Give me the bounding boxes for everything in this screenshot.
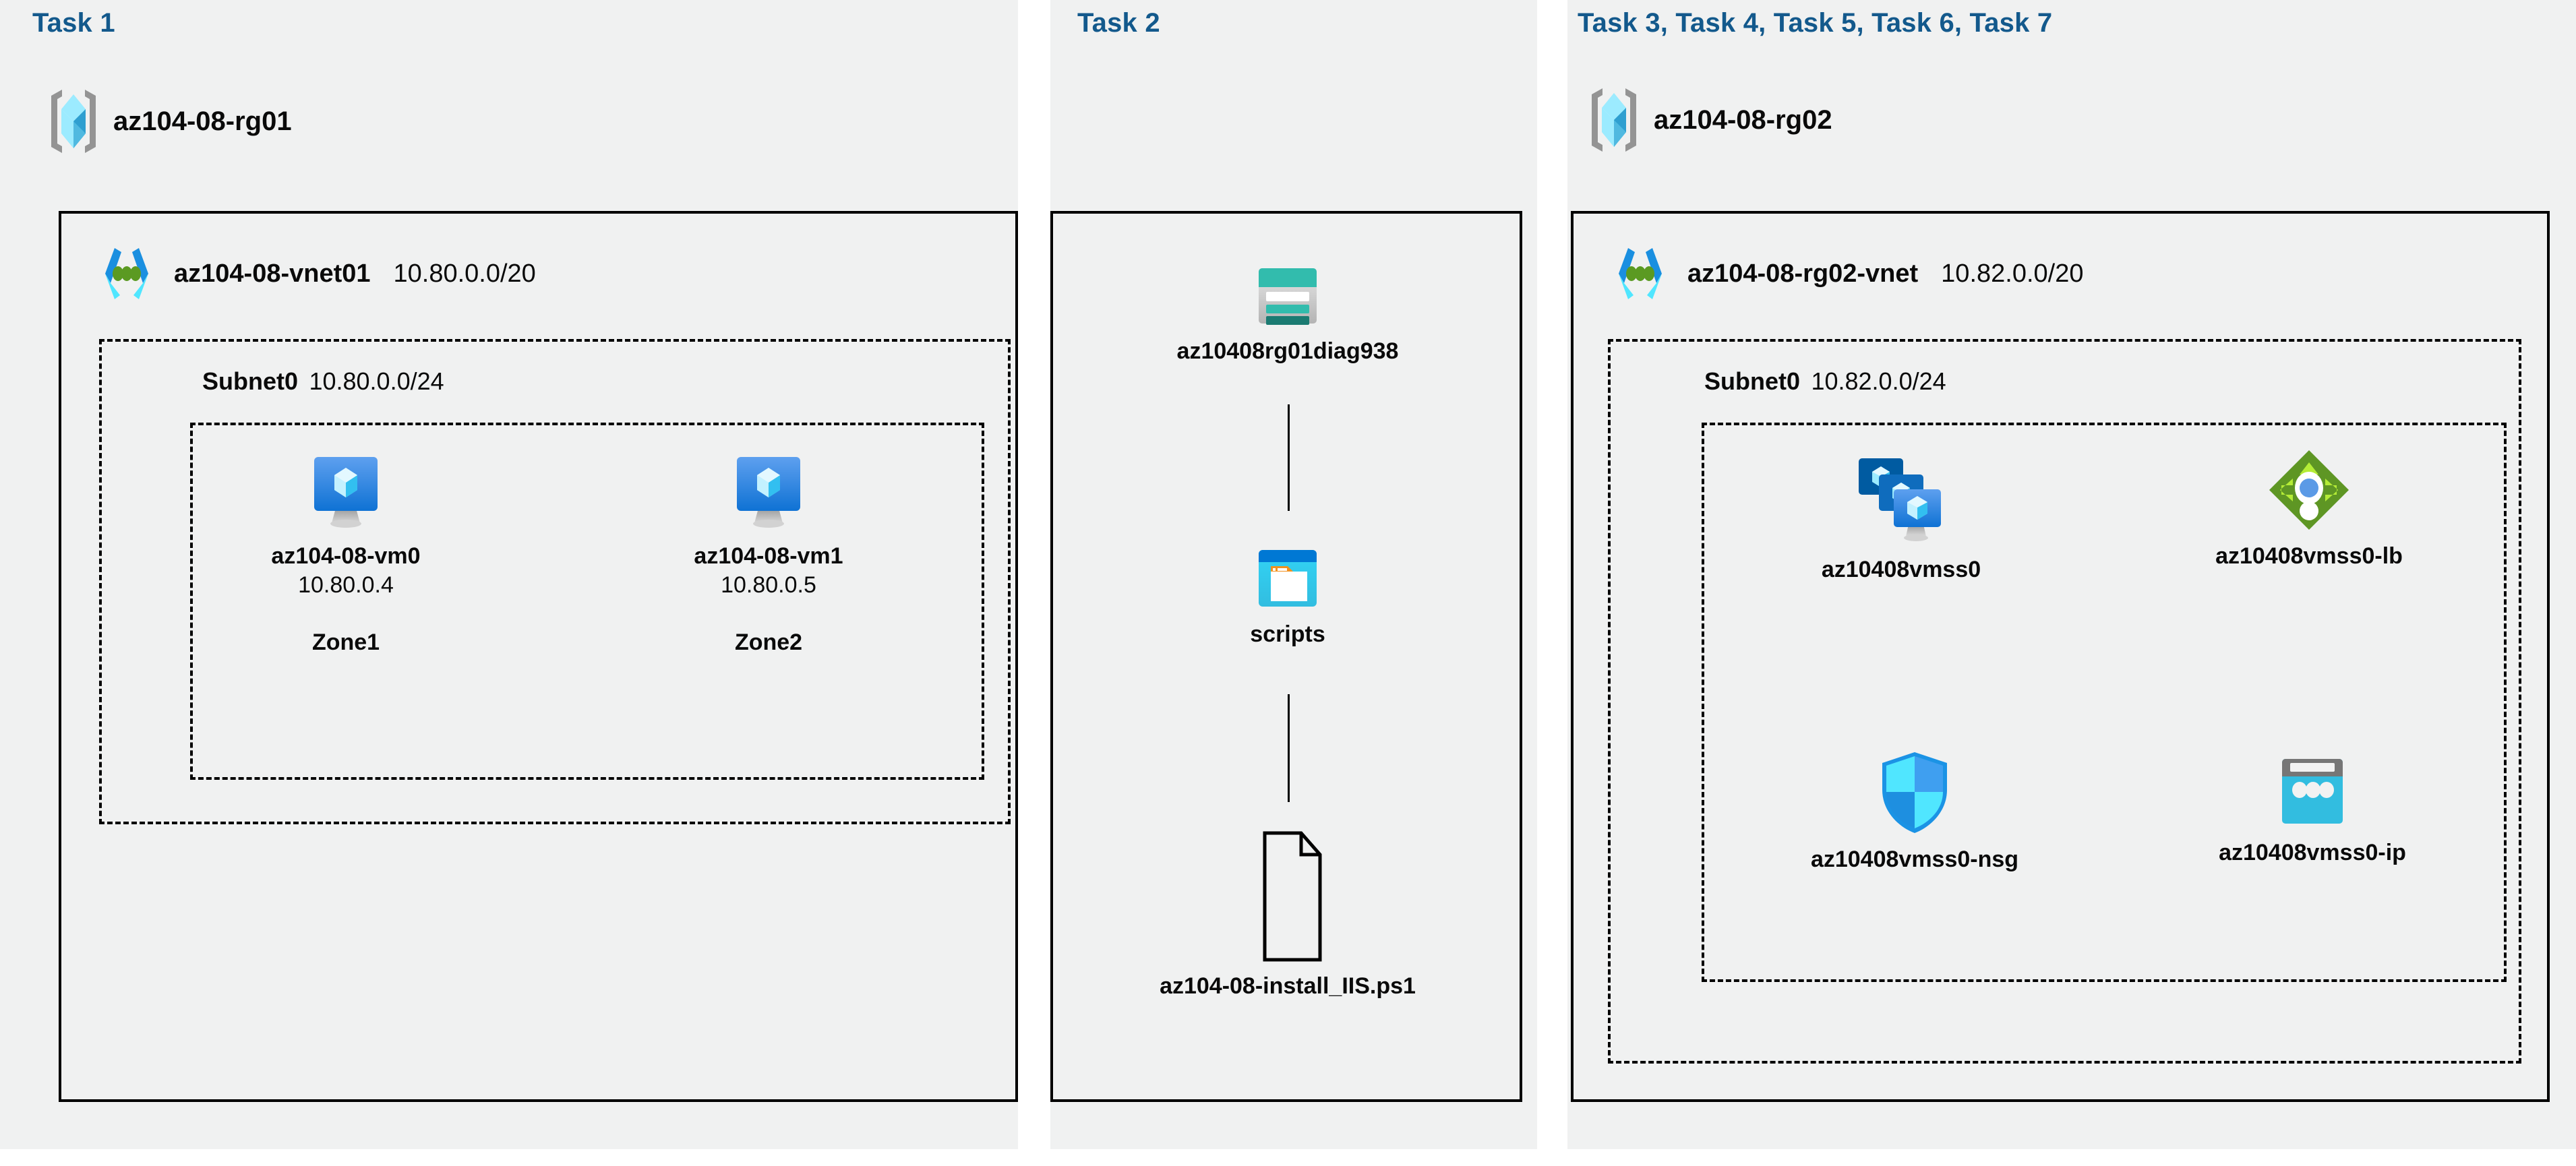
vnet-cidr: 10.82.0.0/20 [1941,259,2084,288]
connector-storage-to-container [1288,404,1290,511]
vm-zone: Zone2 [734,630,803,655]
storage-account-node[interactable]: az10408rg01diag938 [1173,263,1402,365]
vm-zone-group-box [190,423,984,780]
vnet-az104-08-rg02-vnet-header: az104-08-rg02-vnet 10.82.0.0/20 [1608,241,2083,306]
vm-ip: 10.80.0.4 [298,572,394,598]
vnet-az104-08-vnet01-header: az104-08-vnet01 10.80.0.0/20 [94,241,536,306]
virtual-network-icon [1608,241,1673,306]
task3-title: Task 3, Task 4, Task 5, Task 6, Task 7 [1578,8,2053,38]
virtual-machine-icon [731,453,806,534]
task2-content-box [1050,211,1522,1102]
task3-panel [1567,0,2576,1149]
subnet0-header-vnet02: Subnet0 10.82.0.0/24 [1704,367,1946,396]
public-ip-address-label: az10408vmss0-ip [2219,840,2406,865]
task2-title: Task 2 [1077,8,1160,38]
storage-account-label: az10408rg01diag938 [1176,338,1399,364]
vnet-az104-08-rg02-vnet-box [1571,211,2550,1102]
subnet0-header-vnet01: Subnet0 10.80.0.0/24 [202,367,444,396]
load-balancer-icon [2265,446,2353,534]
vm-scale-set-icon [1851,453,1952,547]
blob-container-label: scripts [1250,621,1325,647]
file-icon [1247,829,1328,964]
load-balancer-node[interactable]: az10408vmss0-lb [2161,446,2457,570]
vm-node-az104-08-vm0[interactable]: az104-08-vm0 10.80.0.4 Zone1 [251,453,440,656]
resource-group-label: az104-08-rg02 [1654,104,1832,135]
subnet-name: Subnet0 [1704,367,1801,395]
vmss-node-az10408vmss0[interactable]: az10408vmss0 [1753,453,2049,583]
subnet0-box-vnet01 [99,339,1011,824]
vm-ip: 10.80.0.5 [721,572,816,598]
script-file-label: az104-08-install_IIS.ps1 [1160,973,1416,999]
vm-node-az104-08-vm1[interactable]: az104-08-vm1 10.80.0.5 Zone2 [674,453,863,656]
resource-group-icon [47,88,100,155]
vnet-az104-08-vnet01-box [59,211,1018,1102]
resource-group-az104-08-rg02: az104-08-rg02 [1588,86,1832,154]
virtual-machine-icon [309,453,383,534]
vmss-resource-group-box [1702,423,2507,982]
public-ip-address-icon [2273,755,2352,830]
subnet-cidr: 10.82.0.0/24 [1811,367,1946,395]
task1-panel [0,0,1018,1149]
resource-group-icon [1588,86,1640,154]
vnet-cidr: 10.80.0.0/20 [393,259,536,288]
resource-group-label: az104-08-rg01 [113,106,292,136]
subnet-name: Subnet0 [202,367,299,395]
vnet-name: az104-08-rg02-vnet [1687,259,1919,288]
network-security-group-node[interactable]: az10408vmss0-nsg [1766,748,2063,873]
vm-zone: Zone1 [311,630,380,655]
vm-label: az104-08-vm0 [271,543,421,569]
public-ip-address-node[interactable]: az10408vmss0-ip [2164,755,2461,866]
subnet0-box-vnet02 [1608,339,2521,1064]
vnet-name: az104-08-vnet01 [174,259,371,288]
script-file-node[interactable]: az104-08-install_IIS.ps1 [1133,829,1443,1000]
virtual-network-icon [94,241,159,306]
storage-account-icon [1255,263,1321,329]
subnet-cidr: 10.80.0.0/24 [309,367,444,395]
resource-group-az104-08-rg01: az104-08-rg01 [47,88,292,155]
vmss-label: az10408vmss0 [1821,557,1981,582]
task1-title: Task 1 [32,8,115,38]
connector-container-to-file [1288,694,1290,802]
blob-container-node[interactable]: scripts [1214,546,1362,648]
network-security-group-label: az10408vmss0-nsg [1810,847,2019,872]
vm-label: az104-08-vm1 [694,543,843,569]
network-security-group-icon [1874,748,1955,837]
blob-container-icon [1255,546,1321,612]
load-balancer-label: az10408vmss0-lb [2215,543,2403,569]
